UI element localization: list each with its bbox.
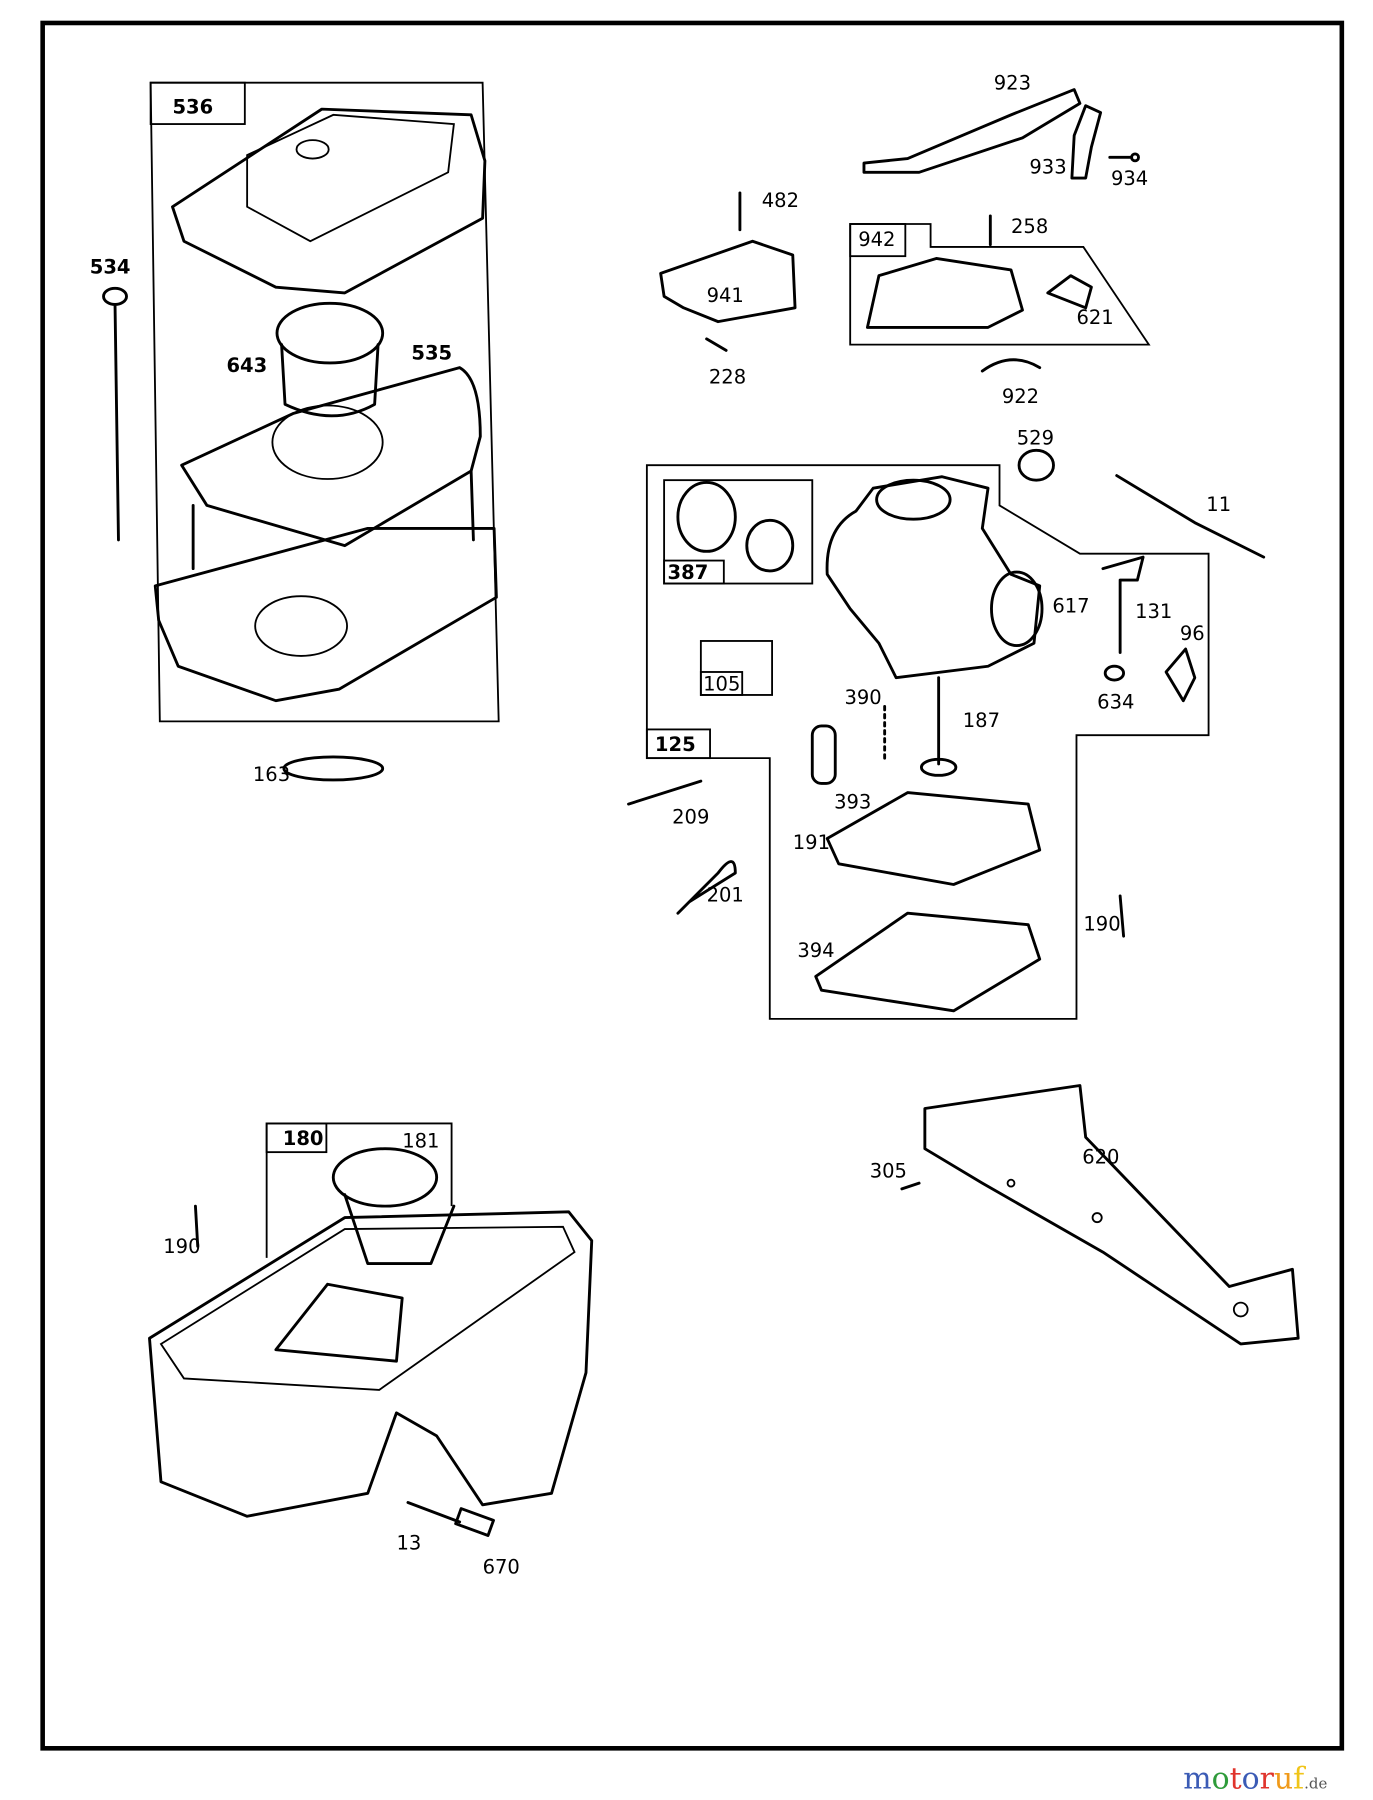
label-209: 209 [672,806,709,829]
label-643: 643 [226,354,267,377]
label-228: 228 [709,366,746,389]
part-labels: 536 534 643 535 163 923 933 934 482 941 … [90,72,1231,1579]
label-482: 482 [762,189,799,212]
label-11: 11 [1206,493,1231,516]
label-13: 13 [396,1532,421,1555]
label-181: 181 [402,1130,439,1153]
label-393: 393 [834,791,871,814]
label-258: 258 [1011,215,1048,238]
governor-parts [659,88,1151,373]
label-922: 922 [1002,385,1039,408]
label-394: 394 [797,939,834,962]
label-617: 617 [1052,594,1089,617]
label-670: 670 [483,1556,520,1579]
label-634: 634 [1097,691,1134,714]
label-131: 131 [1135,600,1172,623]
fuel-tank-group [148,1122,594,1537]
label-187: 187 [963,709,1000,732]
label-105: 105 [703,672,740,695]
label-305: 305 [870,1159,907,1182]
label-923: 923 [994,72,1031,95]
svg-text:motoruf.de: motoruf.de [1183,1762,1327,1797]
label-190-carb: 190 [1083,912,1120,935]
label-390: 390 [844,686,881,709]
label-535: 535 [411,342,452,365]
carburetor-group [627,448,1266,1020]
label-621: 621 [1076,306,1113,329]
label-201: 201 [707,884,744,907]
control-bracket-620 [900,1084,1300,1346]
label-534: 534 [90,255,131,278]
label-620: 620 [1082,1146,1119,1169]
label-942: 942 [858,228,895,251]
label-941: 941 [707,284,744,307]
label-933: 933 [1029,155,1066,178]
gasket-163 [282,755,385,782]
label-191: 191 [793,831,830,854]
motoruf-logo: motoruf.de [1183,1762,1327,1797]
label-529: 529 [1017,427,1054,450]
label-180: 180 [283,1127,324,1150]
diagram-frame [40,20,1345,1751]
air-cleaner-group [149,81,500,723]
bolt-534 [102,286,128,542]
label-934: 934 [1111,167,1148,190]
label-96: 96 [1180,622,1205,645]
label-387: 387 [668,561,709,584]
label-163: 163 [253,763,290,786]
label-536: 536 [172,96,213,119]
label-190-tank: 190 [163,1235,200,1258]
label-125: 125 [655,733,696,756]
